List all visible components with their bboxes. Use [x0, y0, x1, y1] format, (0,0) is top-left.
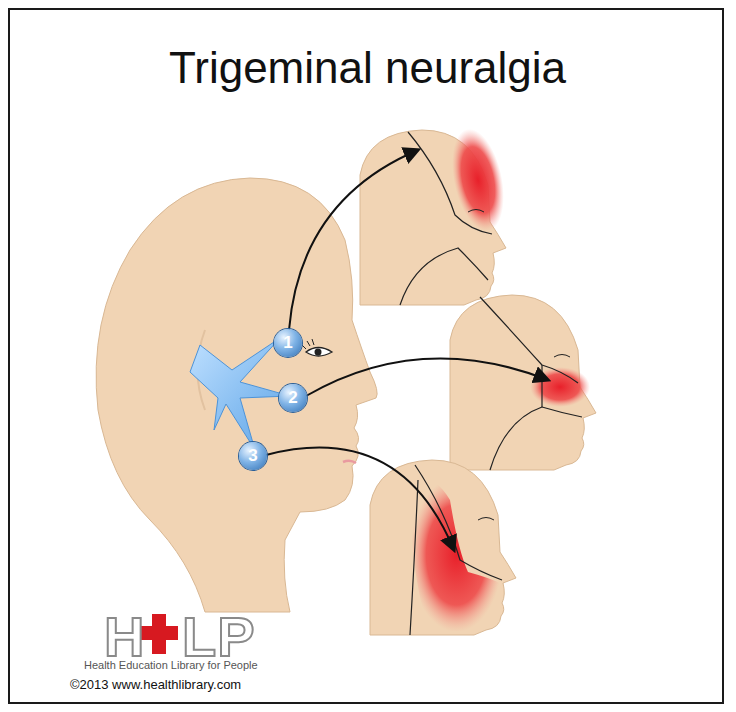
logo-tagline: Health Education Library for People — [84, 659, 258, 671]
diagram-title: Trigeminal neuralgia — [169, 43, 566, 93]
callout-circle: 2 — [279, 384, 307, 412]
small-head-v1 — [360, 124, 512, 305]
callout-number: 1 — [283, 333, 292, 353]
head-profile — [96, 178, 377, 612]
callout-number: 3 — [248, 446, 257, 466]
lips — [343, 461, 356, 463]
small-head-v2 — [450, 295, 596, 470]
pointer-arrow — [289, 150, 418, 330]
pointer-arrow — [306, 358, 548, 396]
logo-cross — [140, 614, 178, 654]
small-head-v3 — [370, 460, 516, 635]
callout-circle: 1 — [274, 329, 302, 357]
trigeminal-ganglion — [190, 338, 290, 450]
callout-number: 2 — [288, 388, 297, 408]
callout-circle: 3 — [239, 442, 267, 470]
eye — [302, 339, 332, 356]
pointer-arrow — [266, 448, 454, 550]
copyright-note: ©2013 www.healthlibrary.com — [70, 677, 241, 692]
